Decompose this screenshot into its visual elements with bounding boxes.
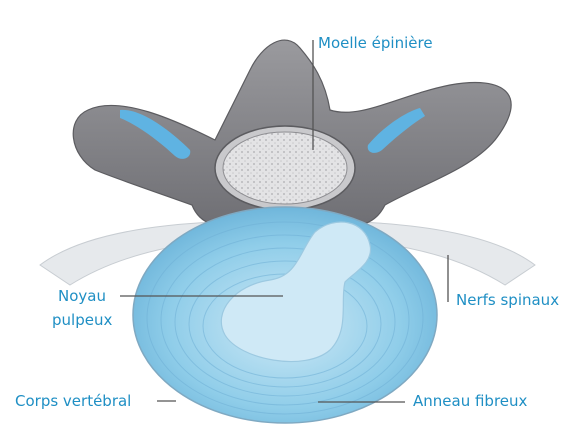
label-nucleus-line1: Noyau bbox=[58, 287, 106, 305]
label-spinal-cord: Moelle épinière bbox=[318, 34, 433, 52]
label-vertebral-body: Corps vertébral bbox=[15, 392, 131, 410]
spinal-cord bbox=[223, 132, 347, 204]
label-annulus: Anneau fibreux bbox=[413, 392, 527, 410]
label-nucleus-line2: pulpeux bbox=[52, 311, 112, 329]
label-spinal-nerves: Nerfs spinaux bbox=[456, 291, 559, 309]
